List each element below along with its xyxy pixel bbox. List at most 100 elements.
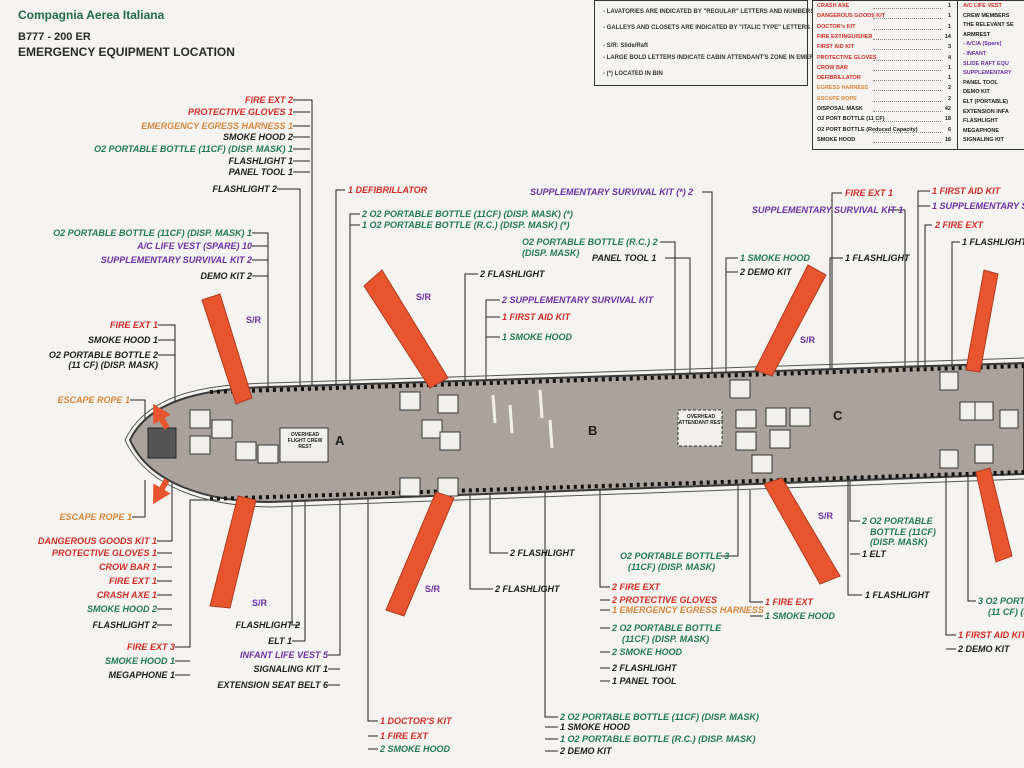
cockpit-seats bbox=[147, 427, 177, 459]
slide-raft-label: S/R bbox=[425, 584, 441, 594]
leader-line bbox=[720, 480, 739, 557]
inventory-dotted-leader bbox=[873, 111, 941, 112]
inventory-item-name: - INFANT bbox=[963, 51, 987, 57]
callout-fire-ext-1-bottom: FIRE EXT 1 bbox=[108, 576, 157, 586]
inventory-item-name: ESCAPE ROPE bbox=[817, 95, 857, 102]
leader-line bbox=[924, 224, 932, 380]
door-arrow bbox=[153, 403, 171, 430]
callout-defibrillator-1: 1 DEFIBRILLATOR bbox=[348, 185, 428, 195]
slide-raft bbox=[754, 264, 827, 377]
bulkhead bbox=[538, 389, 544, 419]
callout-flashlight-2-lower-a: 2 FLASHLIGHT bbox=[510, 548, 575, 558]
callout-o2-bottle-3-far: 3 O2 PORTA bbox=[978, 596, 1024, 606]
lavatory-module bbox=[974, 444, 994, 464]
callout-fire-ext-3: FIRE EXT 3 bbox=[126, 642, 175, 652]
callout-o2-bottle-bin-1: 2 O2 PORTABLE BOTTLE (11CF) (Disp. Mask)… bbox=[362, 209, 573, 219]
callout-escape-rope-top: ESCAPE ROPE 1 bbox=[57, 395, 130, 405]
galley-module bbox=[211, 419, 233, 439]
inventory-item-qty: 1 bbox=[947, 64, 951, 71]
inventory-dotted-leader bbox=[873, 90, 941, 92]
callout-elt-1: ELT 1 bbox=[268, 636, 292, 646]
callout-protective-gloves-1-bottom: PROTECTIVE GLOVES 1 bbox=[51, 548, 157, 558]
slide-raft-label: S/R bbox=[252, 598, 268, 608]
leader-line bbox=[749, 490, 763, 603]
callout-fire-ext-1-right: FIRE EXT 1 bbox=[845, 188, 894, 198]
inventory-dotted-leader bbox=[873, 28, 941, 30]
callout-supp-survival-kit-center: SUPPLEMENTARY SURVIVAL KIT (*) 2 bbox=[530, 187, 694, 197]
leader-line bbox=[665, 257, 691, 392]
lavatory-module bbox=[439, 431, 461, 451]
callout-egress-harness-lower: 1 EMERGENCY EGRESS HARNESS bbox=[612, 605, 764, 615]
callout-smoke-hood-2-top: SMOKE HOOD 2 bbox=[222, 132, 293, 142]
callout-crash-axe-1: CRASH AXE 1 bbox=[96, 590, 157, 600]
leader-line bbox=[293, 99, 313, 395]
slide-raft bbox=[209, 495, 257, 609]
fuselage bbox=[124, 357, 1024, 508]
inventory-item-qty: 2 bbox=[947, 95, 951, 102]
callout-demo-kit-2-far: 2 DEMO KIT bbox=[958, 644, 1010, 654]
legend-box: - LAVATORIES ARE INDICATED BY "REGULAR" … bbox=[594, 0, 868, 86]
callout-fire-ext-1-bottom-center: 1 FIRE EXT bbox=[380, 731, 429, 741]
leader-line bbox=[888, 209, 906, 375]
callout-smoke-hood-1-bottom-center: 1 SMOKE HOOD bbox=[560, 722, 631, 732]
callout-demo-kit-2-zone-c: 2 DEMO KIT bbox=[740, 267, 792, 277]
inventory-item-qty: 1 bbox=[947, 23, 951, 30]
inventory-item-name: SMOKE HOOD bbox=[817, 136, 856, 143]
airline-name: Compagnia Aerea Italiana bbox=[18, 8, 165, 22]
callout-o2-bottle-rc-bottom: 1 O2 PORTABLE BOTTLE (R.C.) (Disp. Mask) bbox=[560, 734, 756, 744]
leader-line bbox=[702, 191, 713, 380]
leader-line bbox=[725, 257, 738, 380]
callout-o2-bottle-fwd-top: O2 PORTABLE BOTTLE (11CF) (Disp. Mask) 1 bbox=[94, 144, 293, 154]
callout-supp-survival-kit-1-right: SUPPLEMENTARY SURVIVAL KIT 1 bbox=[752, 205, 904, 215]
callout-flashlight-2-top: FLASHLIGHT 2 bbox=[212, 184, 278, 194]
leader-line bbox=[849, 480, 860, 522]
attendant-rest-module bbox=[677, 409, 723, 447]
leader-line bbox=[660, 241, 676, 385]
callout-o2-bottle-2-bottom: 2 O2 PORTABLE BOTTLE (11CF) (Disp. Mask) bbox=[560, 712, 759, 722]
leader-line bbox=[847, 480, 862, 596]
leader-line bbox=[175, 499, 220, 648]
legend-line: - (*) LOCATED IN BIN bbox=[603, 71, 663, 77]
inventory-item-qty: 6 bbox=[947, 126, 951, 133]
lavatory-module bbox=[437, 394, 459, 414]
zone-c-label: C bbox=[833, 408, 843, 423]
inventory-item-name: THE RELEVANT SE bbox=[963, 22, 1014, 29]
lavatory-module bbox=[939, 449, 959, 469]
leader-line bbox=[945, 470, 956, 636]
inventory-item-qty: 4 bbox=[947, 54, 951, 61]
galley-module bbox=[769, 429, 791, 449]
callout-flashlight-2-zone-a: 2 FLASHLIGHT bbox=[480, 269, 545, 279]
callout-supp-survival-kit-1-far: 1 SUPPLEMENTARY SURVIVAL KIT bbox=[932, 201, 1024, 211]
slide-raft bbox=[363, 269, 449, 389]
callout-o2-bottle-2-zone-c: 2 O2 PORTABLE bbox=[862, 516, 933, 526]
callout-panel-tool-1-center: PANEL TOOL 1 bbox=[592, 253, 657, 263]
inventory-item-name: FIRST AID KIT bbox=[817, 44, 855, 51]
leader-line bbox=[917, 190, 930, 368]
callout-signaling-kit-1: SIGNALING KIT 1 bbox=[253, 664, 328, 674]
lavatory-module bbox=[939, 371, 959, 391]
leader-line bbox=[599, 480, 610, 588]
callout-demo-kit-2-bottom: 2 DEMO KIT bbox=[560, 746, 612, 756]
galley-module bbox=[729, 379, 751, 399]
galley-module bbox=[765, 407, 787, 427]
inventory-item-name: CREW MEMBERS bbox=[963, 12, 1010, 19]
legend-line: - GALLEYS AND CLOSETS ARE INDICATED BY "… bbox=[603, 25, 857, 31]
callout-o2-bottle-2-zone-c-c: (Disp. Mask) bbox=[870, 537, 928, 547]
callout-demo-kit-2-left: DEMO KIT 2 bbox=[200, 271, 252, 281]
callout-flashlight-2-lower-b: 2 FLASHLIGHT bbox=[495, 584, 560, 594]
slide-raft-label: S/R bbox=[416, 292, 432, 302]
callout-fire-ext-2-lower: 2 FIRE EXT bbox=[612, 582, 661, 592]
inventory-column-divider bbox=[957, 1, 958, 149]
legend-line: - LAVATORIES ARE INDICATED BY "REGULAR" … bbox=[603, 9, 815, 15]
inventory-item-name: O2 PORT BOTTLE (11 CF) bbox=[817, 116, 885, 123]
inventory-item-name: O2 PORT BOTTLE (Reduced Capacity) bbox=[817, 126, 918, 133]
callout-elt-1-right: 1 ELT bbox=[862, 549, 886, 559]
galley-module bbox=[189, 409, 211, 429]
slide-raft bbox=[965, 269, 999, 373]
callout-fire-ext-1-fwd: FIRE EXT 1 bbox=[109, 320, 158, 330]
inventory-item-name: SLIDE RAFT EQU bbox=[963, 60, 1009, 67]
legend-line: - LARGE BOLD LETTERS INDICATE CABIN ATTE… bbox=[603, 55, 869, 61]
leader-line bbox=[252, 232, 269, 400]
inventory-dotted-leader bbox=[873, 38, 941, 40]
callout-emergency-egress-harness-1: EMERGENCY EGRESS HARNESS 1 bbox=[141, 121, 293, 131]
